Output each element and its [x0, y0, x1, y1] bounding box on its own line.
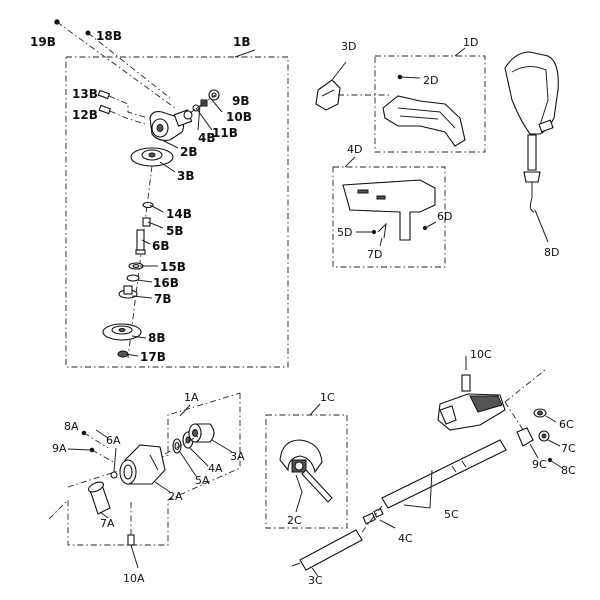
label-7d: 7D	[367, 248, 382, 261]
label-5c: 5C	[444, 508, 459, 521]
group-a-clutch-housing: 1A 8A 9A 6A 2A 5A 4A 3A 7A 10A	[47, 391, 245, 585]
label-3a: 3A	[230, 450, 245, 463]
drive-shaft-3c	[291, 529, 363, 571]
label-4c: 4C	[398, 532, 413, 545]
shaft-tube-5c	[381, 439, 507, 509]
label-5a: 5A	[195, 474, 210, 487]
label-10b: 10B	[226, 110, 252, 124]
bolt-6d	[422, 221, 437, 231]
label-4a: 4A	[208, 462, 223, 475]
label-18b: 18B	[96, 29, 122, 43]
label-9a: 9A	[52, 442, 67, 455]
label-10a: 10A	[123, 572, 145, 585]
screw-9a	[89, 447, 116, 464]
ring-5a	[172, 438, 182, 454]
label-17b: 17B	[140, 350, 166, 364]
label-14b: 14B	[166, 207, 192, 221]
label-1b: 1B	[233, 35, 251, 49]
screw-18b	[85, 30, 171, 99]
label-3c: 3C	[308, 574, 323, 587]
ring-16b	[126, 274, 140, 282]
cover-8b	[102, 323, 142, 341]
label-1a: 1A	[184, 391, 199, 404]
label-8c: 8C	[561, 464, 576, 477]
label-8a: 8A	[64, 420, 79, 433]
group-1c-frame	[265, 414, 348, 529]
label-1d: 1D	[463, 36, 478, 49]
label-7b: 7B	[154, 292, 172, 306]
clip-7d	[377, 222, 387, 247]
label-9c: 9C	[532, 458, 547, 471]
label-16b: 16B	[153, 276, 179, 290]
group-4d-frame	[332, 166, 446, 268]
label-2d: 2D	[423, 74, 438, 87]
label-8d: 8D	[544, 246, 559, 259]
screw-8a	[81, 430, 109, 449]
label-2c: 2C	[287, 514, 302, 527]
plate-4d	[342, 179, 436, 241]
disc-3b	[130, 147, 174, 167]
guard-1d	[382, 95, 466, 147]
label-2b: 2B	[180, 145, 198, 159]
bolt-13b	[97, 89, 149, 119]
loop-handle-1c	[279, 439, 333, 503]
housing-2a	[119, 444, 166, 485]
bracket-3d	[315, 61, 347, 111]
group-d-guard-harness: 3D 1D 2D 4D 5D 6D 7D 8D	[315, 36, 559, 268]
label-3d: 3D	[341, 40, 356, 53]
label-4d: 4D	[347, 143, 362, 156]
label-3b: 3B	[177, 169, 195, 183]
label-1c: 1C	[320, 391, 335, 404]
bolt-10a	[127, 500, 135, 546]
label-11b: 11B	[212, 126, 238, 140]
screw-2d	[397, 74, 421, 80]
clamp-7c	[538, 430, 550, 442]
coupling-4c	[362, 507, 384, 525]
gear-case-2b	[149, 109, 193, 141]
label-6c: 6C	[559, 418, 574, 431]
group-c-shaft-handle: 1C 2C 3C 4C 5C 6C 7C 8C 9C 10C	[265, 348, 576, 587]
clamp-6c	[533, 408, 547, 418]
collar-9c	[516, 427, 534, 447]
label-9b: 9B	[232, 94, 250, 108]
label-10c: 10C	[470, 348, 492, 361]
label-5b: 5B	[166, 224, 184, 238]
throttle-handle-10c	[437, 356, 506, 431]
sleeve-7a	[88, 481, 111, 515]
label-6d: 6D	[437, 210, 452, 223]
group-b-frame	[65, 56, 289, 368]
label-12b: 12B	[72, 108, 98, 122]
pin-5b	[142, 217, 151, 227]
group-b-gear-head: 19B 18B 1B 13B 12B 9B 10B 11B 4B 2B 3B 1…	[30, 19, 289, 368]
washer-14b	[142, 201, 154, 209]
screw-5d	[356, 229, 377, 235]
label-7c: 7C	[561, 442, 576, 455]
washer-9b	[208, 89, 220, 101]
label-8b: 8B	[148, 331, 166, 345]
screw-19b	[54, 19, 176, 109]
shaft-6b	[135, 229, 146, 255]
drum-3a	[188, 423, 215, 443]
harness-8d	[504, 51, 559, 243]
bolt-12b	[98, 104, 146, 125]
label-6b: 6B	[152, 239, 170, 253]
label-2a: 2A	[168, 490, 183, 503]
group-1d-frame	[374, 55, 486, 153]
group-a-frame	[47, 392, 241, 546]
washer-6a	[110, 471, 118, 479]
screw-2c	[295, 474, 303, 513]
label-7a: 7A	[100, 517, 115, 530]
label-5d: 5D	[337, 226, 352, 239]
label-13b: 13B	[72, 87, 98, 101]
label-19b: 19B	[30, 35, 56, 49]
label-4b: 4B	[198, 131, 216, 145]
label-15b: 15B	[160, 260, 186, 274]
label-6a: 6A	[106, 434, 121, 447]
